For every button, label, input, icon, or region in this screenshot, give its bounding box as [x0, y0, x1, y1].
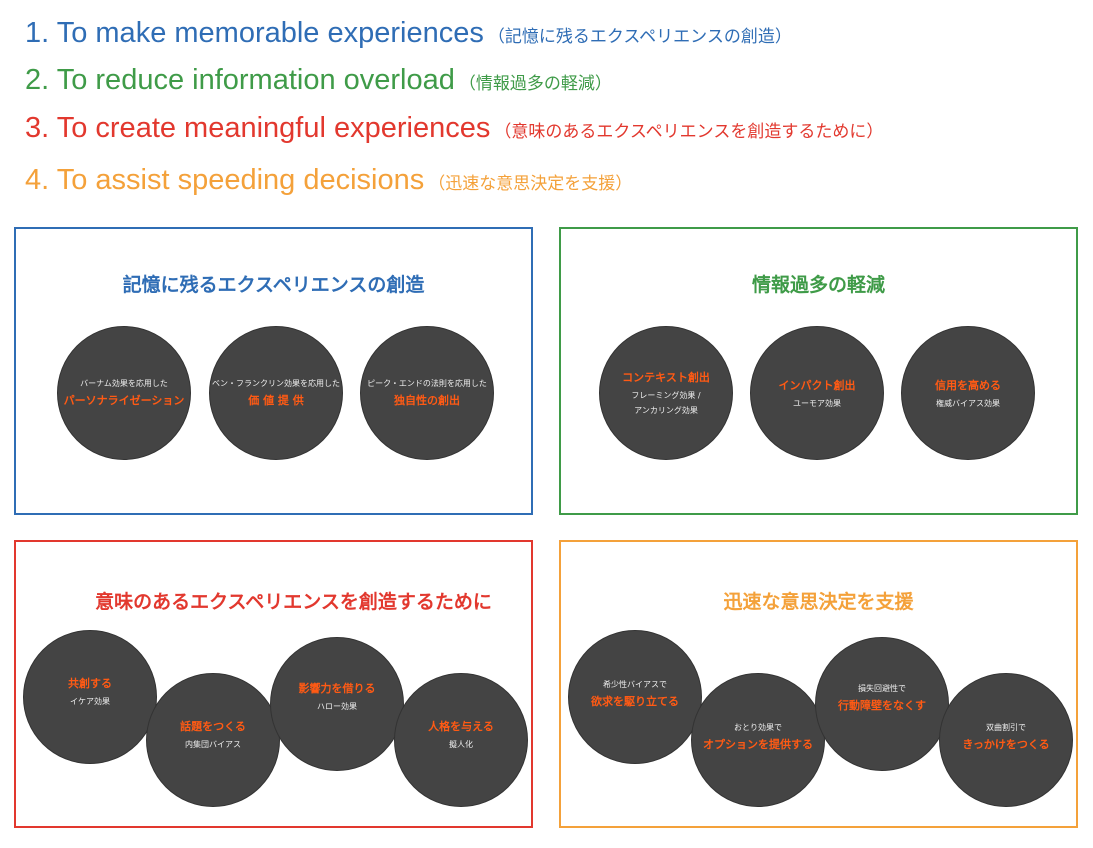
- circle: 話題をつくる内集団バイアス: [146, 673, 280, 807]
- circle-main: 欲求を駆り立てる: [591, 694, 679, 708]
- circle-sub: ハロー効果: [317, 701, 357, 711]
- circle-main: 価 値 提 供: [248, 393, 304, 407]
- circle-sub: 双曲割引で: [986, 722, 1026, 732]
- circle-sub: 擬人化: [449, 739, 473, 749]
- heading-4: 4. To assist speeding decisions（迅速な意思決定を…: [25, 164, 632, 197]
- circle: 信用を高める権威バイアス効果: [901, 326, 1035, 460]
- circle: バーナム効果を応用したパーソナライゼーション: [57, 326, 191, 460]
- heading-2: 2. To reduce information overload（情報過多の軽…: [25, 64, 612, 97]
- circle: 損失回避性で行動障壁をなくす: [815, 637, 949, 771]
- circle: ピーク・エンドの法則を応用した独自性の創出: [360, 326, 494, 460]
- heading-en: 1. To make memorable experiences: [25, 17, 484, 49]
- circle-main: オプションを提供する: [703, 737, 813, 751]
- circle-main: パーソナライゼーション: [63, 393, 185, 407]
- circle-sub: アンカリング効果: [634, 406, 698, 415]
- circle-main: 人格を与える: [428, 719, 494, 733]
- circle-sub: ベン・フランクリン効果を応用した: [212, 378, 340, 388]
- circle: 双曲割引できっかけをつくる: [939, 673, 1073, 807]
- circle: 希少性バイアスで欲求を駆り立てる: [568, 630, 702, 764]
- heading-jp: （情報過多の軽減）: [458, 74, 612, 94]
- circle-sub: フレーミング効果 /: [631, 391, 701, 400]
- circle-sub: 権威バイアス効果: [936, 398, 1000, 408]
- heading-en: 4. To assist speeding decisions: [25, 164, 425, 196]
- panel-memorable: 記憶に残るエクスペリエンスの創造 バーナム効果を応用したパーソナライゼーション …: [14, 227, 533, 515]
- panel-title: 情報過多の軽減: [751, 274, 885, 296]
- circle-main: きっかけをつくる: [962, 737, 1050, 751]
- panel-title: 迅速な意思決定を支援: [723, 591, 914, 613]
- circle: 共創するイケア効果: [23, 630, 157, 764]
- circle-sub: ピーク・エンドの法則を応用した: [367, 378, 487, 388]
- circle-main: コンテキスト創出: [622, 371, 710, 384]
- circle-sub: おとり効果で: [734, 722, 782, 732]
- circle: ベン・フランクリン効果を応用した価 値 提 供: [209, 326, 343, 460]
- circle-main: 行動障壁をなくす: [838, 698, 926, 712]
- circle-main: 話題をつくる: [180, 719, 246, 733]
- heading-jp: （迅速な意思決定を支援）: [428, 174, 633, 194]
- circle: 人格を与える擬人化: [394, 673, 528, 807]
- heading-en: 2. To reduce information overload: [25, 64, 455, 96]
- heading-jp: （記憶に残るエクスペリエンスの創造）: [487, 27, 792, 47]
- heading-en: 3. To create meaningful experiences: [25, 112, 491, 144]
- panel-overload: 情報過多の軽減 コンテキスト創出フレーミング効果 / アンカリング効果 インパクト…: [559, 227, 1078, 515]
- circle-sub: バーナム効果を応用した: [80, 378, 168, 388]
- circle: 影響力を借りるハロー効果: [270, 637, 404, 771]
- heading-3: 3. To create meaningful experiences（意味のあ…: [25, 112, 883, 145]
- circle-main: 独自性の創出: [394, 393, 460, 407]
- circle-sub: 希少性バイアスで: [603, 679, 667, 689]
- circle-main: 信用を高める: [935, 378, 1001, 392]
- circle-sub: イケア効果: [70, 696, 110, 706]
- circle-sub: ユーモア効果: [793, 398, 841, 408]
- heading-jp: （意味のあるエクスペリエンスを創造するために）: [494, 122, 884, 142]
- circle-main: インパクト創出: [778, 378, 856, 392]
- heading-1: 1. To make memorable experiences（記憶に残るエク…: [25, 17, 792, 50]
- circle-main: 共創する: [68, 676, 112, 690]
- panel-decisions: 迅速な意思決定を支援 希少性バイアスで欲求を駆り立てる おとり効果でオプションを…: [559, 540, 1078, 828]
- circle-sub: 損失回避性で: [858, 683, 906, 693]
- panel-title: 記憶に残るエクスペリエンスの創造: [122, 274, 425, 296]
- circle-sub: 内集団バイアス: [185, 739, 241, 749]
- panel-title: 意味のあるエクスペリエンスを創造するために: [95, 591, 492, 613]
- circle: コンテキスト創出フレーミング効果 / アンカリング効果: [599, 326, 733, 460]
- circle: おとり効果でオプションを提供する: [691, 673, 825, 807]
- panel-meaningful: 意味のあるエクスペリエンスを創造するために 共創するイケア効果 話題をつくる内集…: [14, 540, 533, 828]
- circle: インパクト創出ユーモア効果: [750, 326, 884, 460]
- circle-main: 影響力を借りる: [298, 681, 376, 695]
